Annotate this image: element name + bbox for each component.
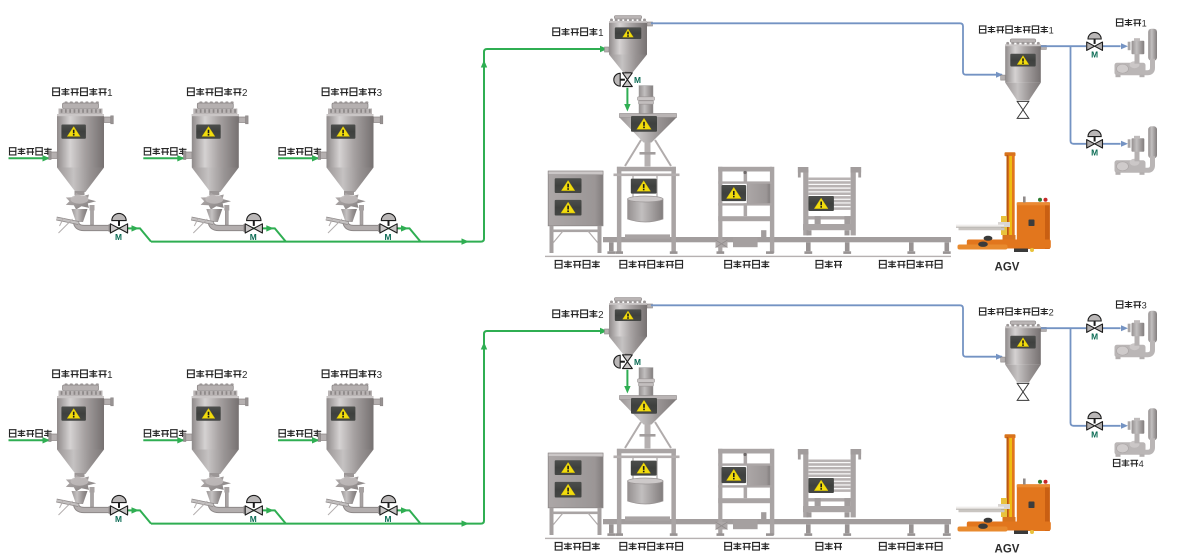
svg-text:3: 3 xyxy=(377,88,383,99)
svg-text:3: 3 xyxy=(377,370,383,381)
svg-text:2: 2 xyxy=(1049,308,1054,318)
svg-text:2: 2 xyxy=(598,310,603,321)
svg-text:2: 2 xyxy=(242,88,247,99)
svg-text:1: 1 xyxy=(107,88,112,99)
svg-text:4: 4 xyxy=(1139,459,1144,469)
svg-text:M: M xyxy=(385,232,392,242)
svg-text:1: 1 xyxy=(598,28,603,39)
svg-text:1: 1 xyxy=(107,370,112,381)
svg-text:AGV: AGV xyxy=(995,544,1020,556)
svg-text:1: 1 xyxy=(1142,19,1147,29)
svg-text:M: M xyxy=(1091,332,1098,342)
svg-text:M: M xyxy=(250,514,257,524)
svg-text:M: M xyxy=(1091,50,1098,60)
svg-text:M: M xyxy=(1091,147,1098,157)
svg-text:1: 1 xyxy=(1049,26,1054,36)
svg-text:M: M xyxy=(385,514,392,524)
svg-text:M: M xyxy=(250,232,257,242)
svg-text:M: M xyxy=(634,75,641,85)
svg-text:M: M xyxy=(634,357,641,367)
svg-text:3: 3 xyxy=(1142,301,1147,311)
svg-text:M: M xyxy=(115,232,122,242)
svg-text:AGV: AGV xyxy=(995,262,1020,274)
svg-text:M: M xyxy=(1091,429,1098,439)
svg-text:2: 2 xyxy=(242,370,247,381)
svg-text:M: M xyxy=(115,514,122,524)
